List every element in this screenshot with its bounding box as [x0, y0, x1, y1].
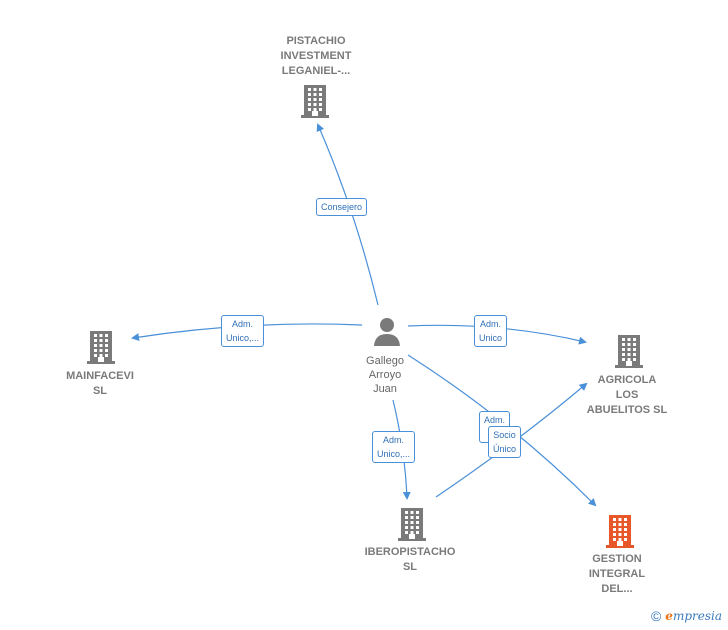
building-icon-mainfacevi[interactable]	[86, 330, 116, 369]
building-icon-gestion[interactable]	[605, 514, 635, 553]
building-icon-iberopistacho[interactable]	[397, 507, 427, 546]
node-label-pistachio[interactable]: PISTACHIO INVESTMENT LEGANIEL-...	[280, 35, 352, 77]
brand-logo[interactable]: empresia	[665, 609, 722, 623]
copyright-footer: © empresia	[651, 608, 722, 624]
building-glyph	[606, 515, 634, 548]
node-label-person[interactable]: Gallego Arroyo Juan	[366, 355, 404, 395]
person-icon[interactable]	[374, 318, 400, 346]
edge-label-adm-mainfacevi[interactable]: Adm. Unico,...	[221, 315, 265, 347]
building-glyph	[615, 335, 643, 368]
node-label-iberopistacho[interactable]: IBEROPISTACHO SL	[364, 546, 456, 573]
edge-label-consejero[interactable]: Consejero	[316, 198, 368, 216]
edge-label-adm-agricola[interactable]: Adm. Unico	[474, 315, 508, 347]
building-glyph	[301, 85, 329, 118]
building-glyph	[87, 331, 115, 364]
edge-label-socio[interactable]: Socio Único	[488, 426, 522, 458]
node-label-gestion[interactable]: GESTION INTEGRAL DEL...	[588, 553, 646, 595]
node-label-agricola[interactable]: AGRICOLA LOS ABUELITOS SL	[586, 374, 668, 416]
edge-label-adm-ibero[interactable]: Adm. Unico,...	[372, 431, 416, 463]
building-icon-agricola[interactable]	[614, 334, 644, 373]
copyright-icon: ©	[650, 608, 662, 624]
building-glyph	[398, 508, 426, 541]
node-label-mainfacevi[interactable]: MAINFACEVI SL	[66, 370, 134, 397]
building-icon-pistachio[interactable]	[300, 84, 330, 123]
